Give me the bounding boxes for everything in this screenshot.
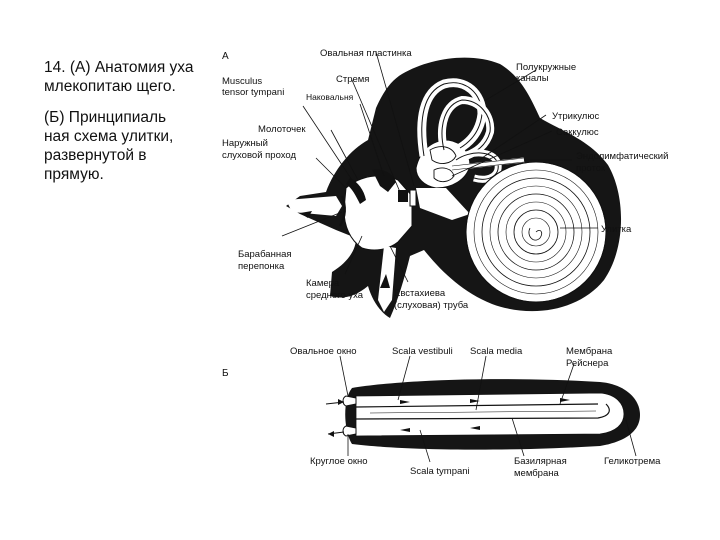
label-reissner-2: Рейснера [566, 358, 609, 369]
cochlea-spiral [466, 162, 606, 302]
label-round-window: Круглое окно [310, 456, 368, 467]
label-semicircular-canals-1: Полукружные [516, 62, 576, 73]
label-endolymphatic-1: Эндолимфатический [576, 151, 668, 162]
label-scala-media: Scala media [470, 346, 523, 357]
label-reissner-1: Мембрана [566, 346, 613, 357]
label-middle-ear-2: среднего уха [306, 290, 364, 301]
label-eardrum-2: перепонка [238, 261, 285, 272]
label-malleus: Молоточек [258, 124, 306, 135]
cochlea-duct [356, 393, 624, 436]
label-semicircular-canals-2: каналы [516, 73, 549, 84]
label-basilar-2: мембрана [514, 468, 559, 479]
label-stapes: Стремя [336, 74, 369, 85]
label-ear-canal-2: слуховой проход [222, 150, 296, 161]
panel-b-letter: Б [222, 368, 229, 379]
label-utricle: Утрикулюс [552, 111, 599, 122]
label-endolymphatic-2: проток [576, 163, 606, 174]
panel-a: А [222, 48, 668, 318]
label-ear-canal-1: Наружный [222, 138, 268, 149]
label-middle-ear-1: Камера [306, 278, 340, 289]
oval-window [343, 396, 356, 406]
round-window [343, 426, 356, 436]
label-incus: Наковальня [306, 92, 354, 102]
label-scala-tympani: Scala tympani [410, 466, 470, 477]
output-arrow-head [328, 431, 334, 437]
label-oval-window: Овальное окно [290, 346, 357, 357]
label-eustachian-1: Евстахиева [394, 288, 446, 299]
label-basilar-1: Базилярная [514, 456, 567, 467]
ear-canal-lumen [286, 196, 342, 216]
label-musculus-2: tensor tympani [222, 87, 284, 98]
label-eustachian-2: (слуховая) труба [394, 300, 469, 311]
label-scala-vestibuli: Scala vestibuli [392, 346, 453, 357]
panel-b: Б [222, 346, 661, 479]
label-eardrum-1: Барабанная [238, 249, 292, 260]
label-oval-plate: Овальная пластинка [320, 48, 412, 59]
oval-plate [410, 190, 416, 206]
label-cochlea: Улитка [601, 224, 632, 235]
label-musculus-1: Musculus [222, 76, 262, 87]
panel-a-letter: А [222, 51, 229, 62]
label-saccule: Саккулюс [556, 127, 599, 138]
label-helicotrema: Геликотрема [604, 456, 661, 467]
